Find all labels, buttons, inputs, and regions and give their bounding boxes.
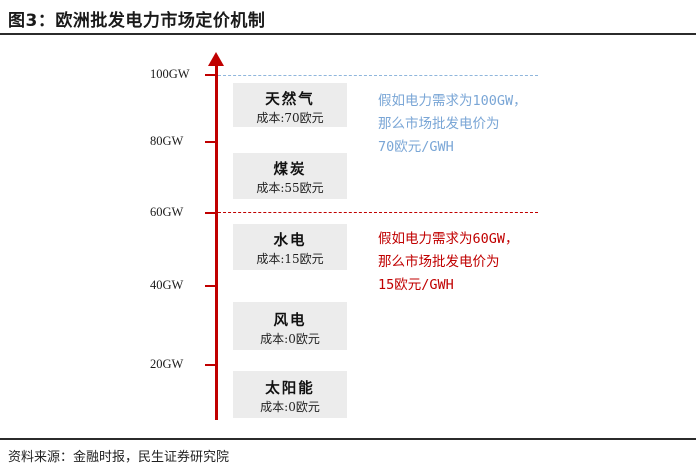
source-name: 太阳能 (265, 380, 315, 397)
demand-line-100gw (218, 75, 538, 76)
note-line: 15欧元/GWH (378, 277, 454, 293)
source-cost: 成本:70欧元 (256, 111, 324, 125)
figure-title: 图3：欧洲批发电力市场定价机制 (8, 11, 266, 31)
tick-label-20gw: 20GW (150, 357, 184, 371)
bottom-rule (0, 438, 696, 440)
tick-label-100gw: 100GW (150, 67, 190, 81)
source-name: 煤炭 (273, 161, 307, 178)
source-box-wind: 风电 成本:0欧元 (233, 302, 347, 350)
demand-line-60gw (218, 212, 538, 213)
note-line: 假如电力需求为60GW， (378, 231, 519, 247)
source-name: 天然气 (265, 91, 315, 108)
axis-arrow-icon (208, 52, 224, 66)
tick-20gw (205, 364, 216, 366)
source-cost: 成本:55欧元 (256, 181, 324, 195)
tick-60gw (205, 212, 216, 214)
tick-80gw (205, 141, 216, 143)
note-line: 70欧元/GWH (378, 139, 454, 155)
source-cost: 成本:15欧元 (256, 252, 324, 266)
source-name: 水电 (273, 232, 307, 249)
top-rule (0, 33, 696, 35)
tick-100gw (205, 74, 216, 76)
tick-label-80gw: 80GW (150, 134, 184, 148)
source-box-coal: 煤炭 成本:55欧元 (233, 153, 347, 199)
note-line: 那么市场批发电价为 (378, 254, 500, 270)
source-note: 资料来源：金融时报，民生证券研究院 (8, 450, 230, 465)
source-box-solar: 太阳能 成本:0欧元 (233, 371, 347, 418)
note-line: 那么市场批发电价为 (378, 116, 500, 132)
note-line: 假如电力需求为100GW， (378, 93, 527, 109)
note-100gw: 假如电力需求为100GW， 那么市场批发电价为 70欧元/GWH (378, 90, 527, 159)
tick-label-60gw: 60GW (150, 205, 184, 219)
source-cost: 成本:0欧元 (260, 332, 320, 346)
capacity-axis (215, 62, 218, 420)
source-box-natural-gas: 天然气 成本:70欧元 (233, 83, 347, 127)
source-name: 风电 (273, 312, 307, 329)
source-box-hydro: 水电 成本:15欧元 (233, 224, 347, 270)
tick-40gw (205, 285, 216, 287)
source-cost: 成本:0欧元 (260, 400, 320, 414)
tick-label-40gw: 40GW (150, 278, 184, 292)
note-60gw: 假如电力需求为60GW， 那么市场批发电价为 15欧元/GWH (378, 228, 519, 297)
